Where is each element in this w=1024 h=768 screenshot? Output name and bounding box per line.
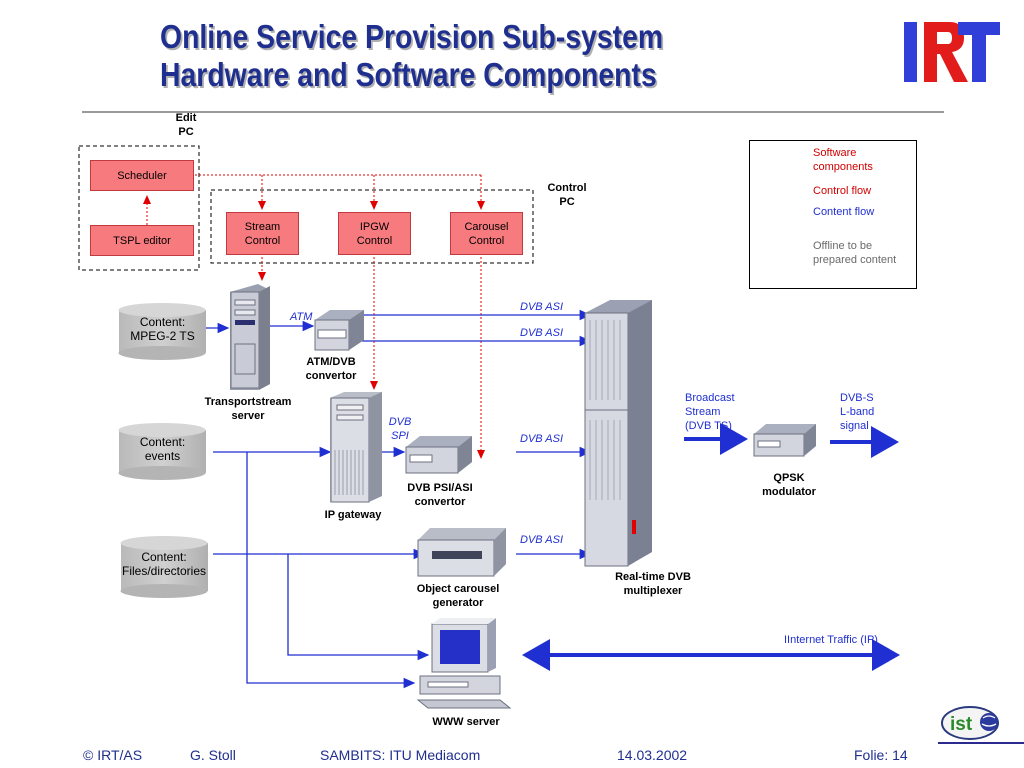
mpeg-content-label: Content:MPEG-2 TS: [130, 315, 195, 343]
tspl-editor-label: TSPL editor: [113, 234, 171, 247]
events-content-label: Content:events: [139, 435, 186, 463]
footer-copyright: © IRT/AS: [83, 747, 143, 763]
stream-control-label-2: Control: [244, 234, 281, 247]
footer-date: 14.03.2002: [617, 747, 688, 763]
internet-traffic-label: IInternet Traffic (IP): [784, 634, 878, 646]
multiplexer-icon: [584, 300, 652, 567]
stream-control-label-1: Stream: [244, 220, 281, 233]
scheduler-label: Scheduler: [117, 169, 167, 182]
files-content-label: Content:Files/directories: [121, 550, 207, 578]
footer-author: G. Stoll: [190, 747, 236, 763]
qpsk-modulator-icon: [753, 424, 816, 457]
irt-logo: [904, 22, 1000, 82]
legend-content-flow-label: Content flow: [813, 206, 875, 218]
footer-divider: [938, 742, 1024, 744]
ist-logo: ist: [941, 706, 999, 740]
dvb-asi-label-2: DVB ASI: [520, 327, 563, 339]
carousel-control-label-2: Control: [468, 234, 505, 247]
dvb-asi-label-3: DVB ASI: [520, 433, 563, 445]
ipgw-control-label-2: Control: [356, 234, 393, 247]
page-title: Online Service Provision Sub-system Hard…: [160, 18, 663, 94]
title-line-1: Online Service Provision Sub-system: [160, 18, 664, 55]
transportstream-server-icon: [230, 284, 270, 390]
ipgw-control-label-1: IPGW: [359, 220, 390, 233]
mpeg-content-cylinder: [118, 303, 206, 360]
title-line-2: Hardware and Software Components: [160, 56, 657, 93]
events-content-cylinder: [118, 423, 206, 480]
footer-event: SAMBITS: ITU Mediacom: [320, 747, 481, 763]
scheduler-box[interactable]: Scheduler: [90, 160, 194, 191]
ip-gateway-icon: [330, 392, 382, 503]
files-content-cylinder: [120, 536, 208, 598]
legend-box: [749, 140, 917, 289]
control-pc-group: [210, 189, 534, 264]
carousel-control-label-1: Carousel: [464, 220, 509, 233]
svg-text:ist: ist: [950, 714, 973, 735]
atm-dvb-convertor-icon: [314, 310, 364, 351]
dvb-asi-label-1: DVB ASI: [520, 301, 563, 313]
atm-link-label: ATM: [290, 311, 313, 323]
ip-gateway-label: IP gateway: [324, 509, 382, 521]
dvb-asi-label-4: DVB ASI: [520, 534, 563, 546]
header-divider: [82, 111, 944, 113]
tspl-editor-box[interactable]: TSPL editor: [90, 225, 194, 256]
www-server-label: WWW server: [432, 716, 500, 728]
footer-page: Folie: 14: [854, 747, 908, 763]
www-server-icon: [416, 618, 512, 709]
dvb-psi-asi-convertor-icon: [405, 436, 472, 474]
legend-control-flow-label: Control flow: [813, 185, 872, 197]
edit-pc-group: [78, 145, 200, 271]
object-carousel-generator-icon: [417, 528, 506, 577]
